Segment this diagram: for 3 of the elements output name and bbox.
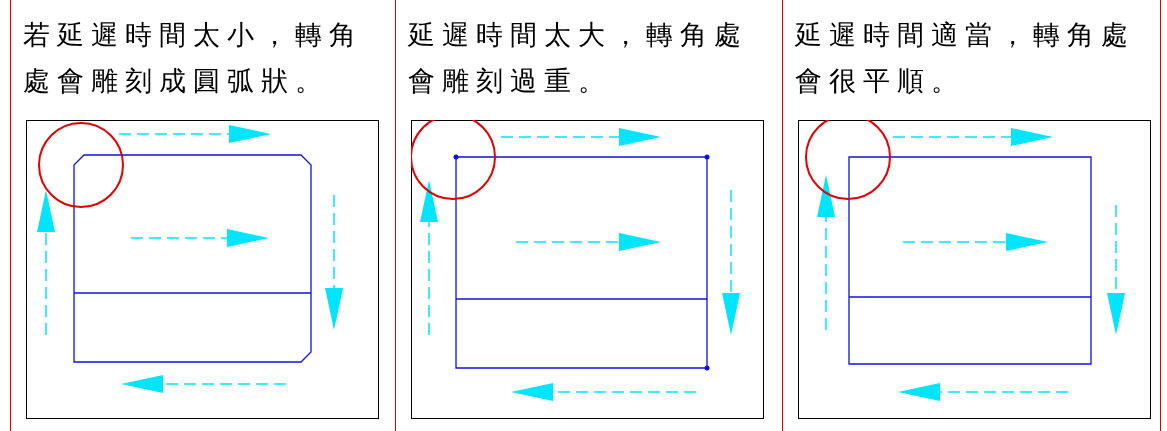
caption-text: 延遲時間適當，轉角處會很平順。 <box>795 18 1136 98</box>
caption-text: 延遲時間太大，轉角處會雕刻過重。 <box>408 18 749 98</box>
caption-text: 若延遲時間太小，轉角處會雕刻成圓弧狀。 <box>23 18 364 98</box>
